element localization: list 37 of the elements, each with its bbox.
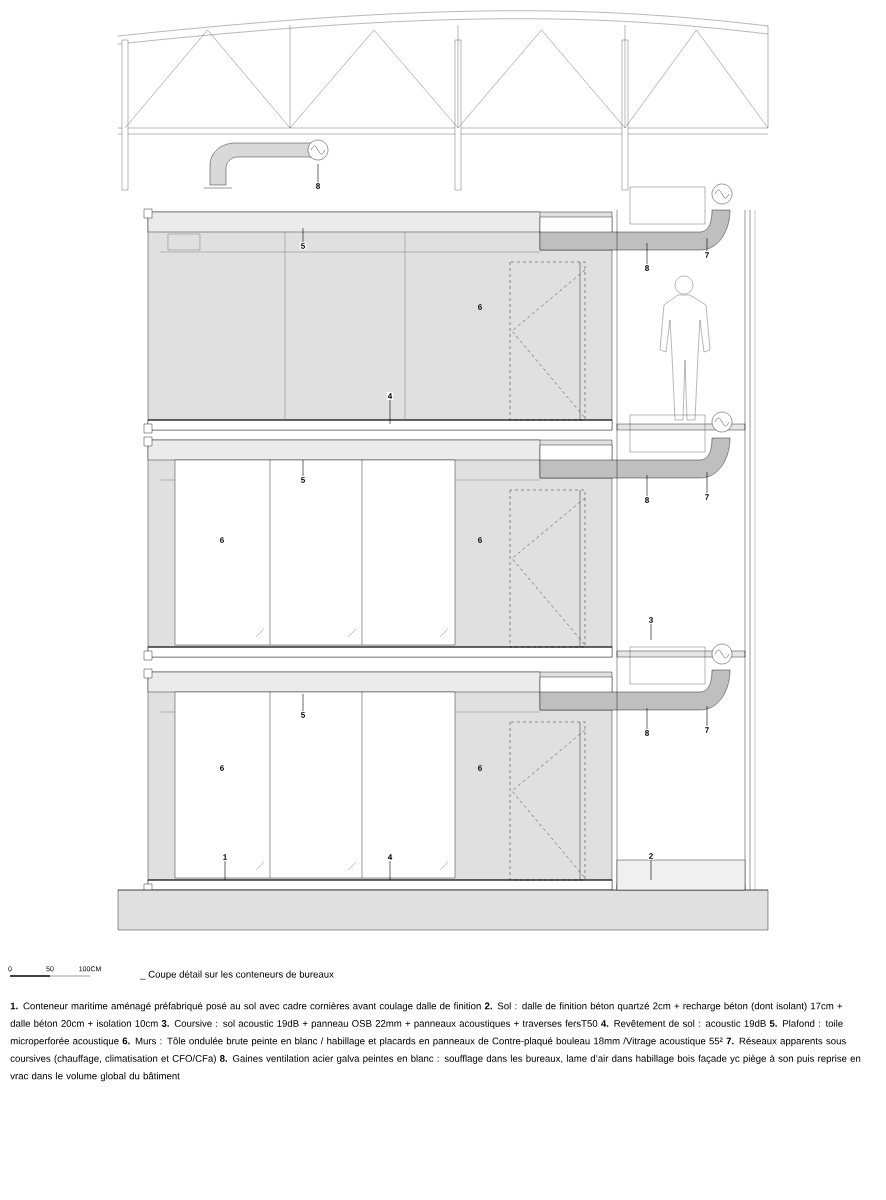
leader-line [706,471,708,494]
callout-number: 6 [220,765,224,771]
leader-line [646,242,648,265]
callout-number: 8 [643,729,651,737]
leader-line [302,227,304,243]
callout-number: 7 [703,493,711,501]
callout-number: 4 [386,853,394,861]
leader-line [650,623,652,641]
leader-line [706,705,708,727]
leader-line [302,693,304,712]
callout-number: 8 [643,496,651,504]
leader-line [389,399,391,425]
leader-line [646,707,648,730]
leader-line [317,163,319,183]
callout-number: 5 [299,476,307,484]
callout-number: 4 [386,392,394,400]
leader-line [302,459,304,477]
leader-line [706,237,708,252]
leader-line [646,474,648,497]
callout-number: 6 [220,537,224,543]
leader-line [224,860,226,881]
callout-number: 6 [478,537,482,543]
leader-line [650,859,652,881]
callout-number: 2 [647,852,655,860]
callout-number: 1 [221,853,229,861]
leader-line [389,860,391,881]
notes-paragraph: 1. Conteneur maritime aménagé préfabriqué posé au sol avec cadre cornières avant coulage dalle de finition 2. Sol : dalle de finition béton quartzé 2cm + recharge béton (dont isolant) 17cm + dalle béton 20cm + isolation 10cm 3. Coursive : sol acoustic 19dB + panneau OSB 22mm + panneaux acoustiques + traverses fersT50 4. Revêtement de sol : acoustic 19dB 5. Plafond : toile microperforée acoustique 6. Murs : Tôle ondulée brute peinte en blanc / habillage et placards en panneaux de Contre-plaqué bouleau 18mm /Vitrage acoustique 55² 7. Réseaux apparents sous coursives (chauffage, climatisation et CFO/CFa) 8. Gaines ventilation acier galva peintes en blanc : soufflage dans les bureaux, lame d’air dans habillage bois façade yc piège à son puis reprise en vrac dans le volume global du bâtiment [10,1002,861,1082]
callout-number: 3 [647,616,655,624]
callout-number: 7 [703,726,711,734]
callout-number: 8 [643,264,651,272]
caption: _ Coupe détail sur les conteneurs de bureaux [140,970,334,980]
callout-number: 7 [703,251,711,259]
callout-number: 6 [478,304,482,310]
callout-number: 6 [478,765,482,771]
callout-number: 5 [299,242,307,250]
callout-number: 5 [299,711,307,719]
callout-number: 8 [314,182,322,190]
